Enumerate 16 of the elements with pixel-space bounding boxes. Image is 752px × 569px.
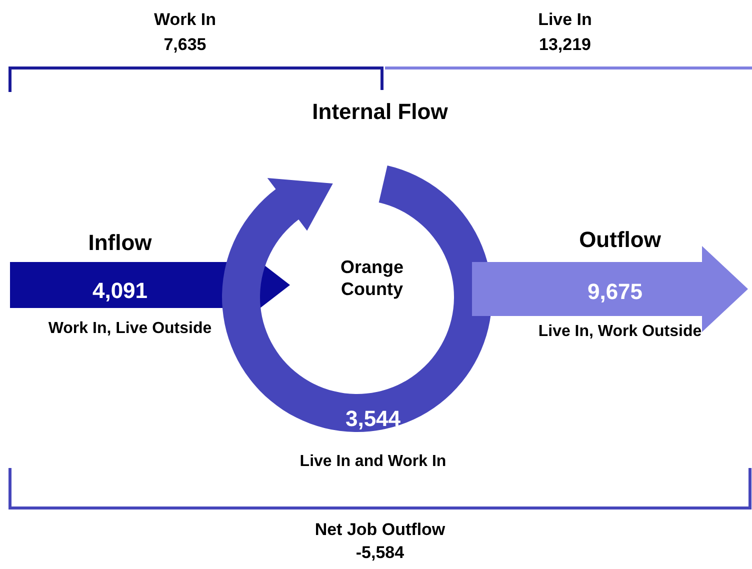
flow-heading: Outflow xyxy=(578,226,662,254)
bracket-value: -5,584 xyxy=(354,542,406,564)
bracket-label: Net Job Outflow xyxy=(314,520,446,540)
flow-caption: Live In, Work Outside xyxy=(537,322,703,342)
flow-caption: Work In, Live Outside xyxy=(47,319,213,338)
flow-heading: Internal Flow xyxy=(311,98,449,126)
flow-caption: Live In and Work In xyxy=(298,452,448,472)
region-label: Orange County xyxy=(339,257,405,300)
flow-value: 4,091 xyxy=(91,278,149,304)
bracket-label: Live In xyxy=(537,10,593,30)
bracket-value: 7,635 xyxy=(162,34,208,56)
flow-heading: Inflow xyxy=(87,230,153,256)
bracket-label: Work In xyxy=(152,10,218,30)
bracket-value: 13,219 xyxy=(538,34,592,56)
flow-value: 9,675 xyxy=(586,278,644,306)
flow-value: 3,544 xyxy=(344,406,402,432)
